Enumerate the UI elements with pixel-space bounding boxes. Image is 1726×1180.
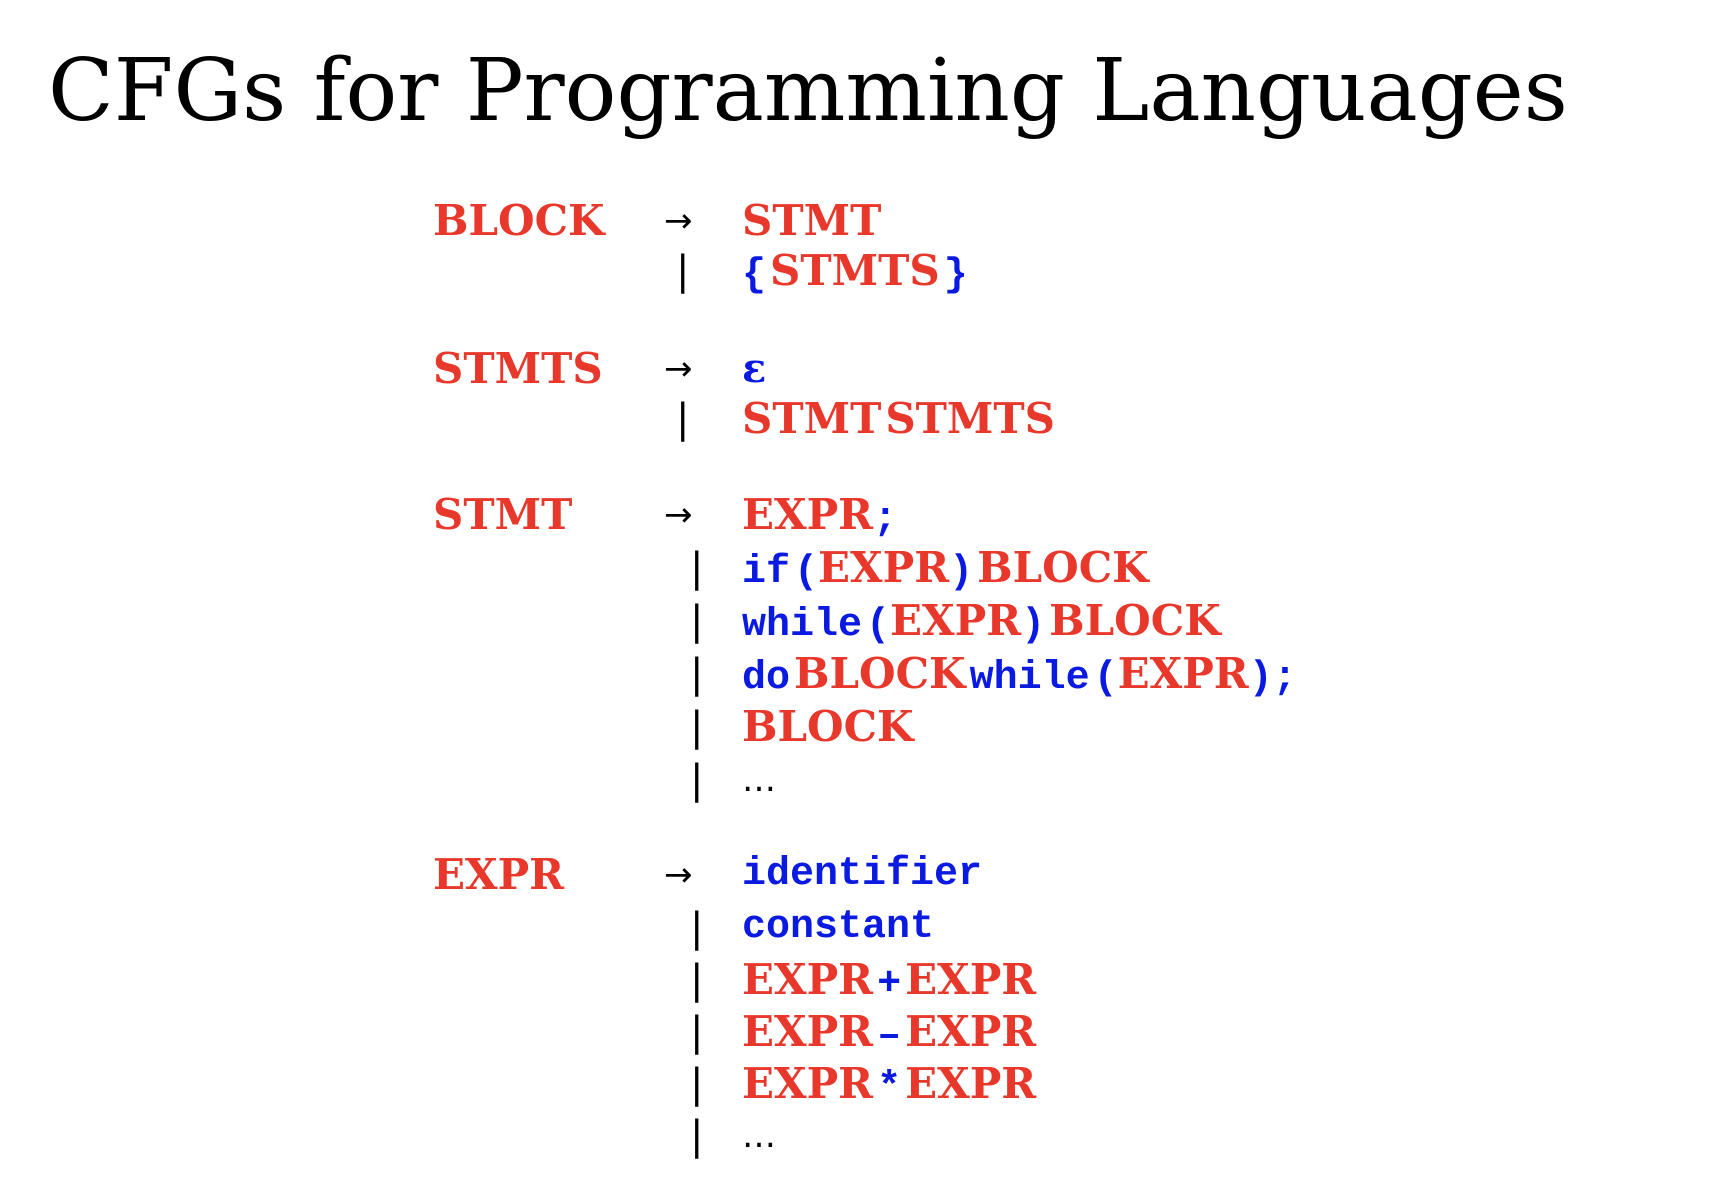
- epsilon-symbol: ε: [742, 345, 767, 392]
- rule-expr-alt-4: EXPR – EXPR: [742, 1007, 1036, 1067]
- rule-expr: EXPR → identifier: [0, 850, 1726, 900]
- rule-block: BLOCK → STMT: [0, 196, 1726, 246]
- nonterminal: EXPR: [905, 955, 1037, 1004]
- alternative-bar-icon: |: [690, 1113, 704, 1159]
- alternative-bar-icon: |: [690, 757, 704, 803]
- production-arrow-icon: →: [664, 855, 693, 895]
- rule-expr-alt-3: EXPR + EXPR: [742, 955, 1036, 1015]
- nonterminal: EXPR: [742, 490, 874, 539]
- alternative-bar-icon: |: [690, 704, 704, 750]
- terminal: +: [877, 962, 902, 1007]
- rule-stmt-alt-3: while (EXPR) BLOCK: [742, 596, 1221, 656]
- production-arrow-icon: →: [664, 201, 693, 241]
- terminal: ;: [1272, 656, 1297, 701]
- terminal: (: [866, 603, 891, 648]
- rule-block-alternative: | { STMTS }: [0, 246, 1726, 298]
- rule-stmt-alt-6: …: [742, 755, 776, 812]
- terminal: ): [949, 550, 974, 595]
- nonterminal: EXPR: [905, 1059, 1037, 1108]
- rule-expr-alt-5: EXPR * EXPR: [742, 1059, 1036, 1119]
- rule-block-alt-1: STMT: [742, 196, 881, 256]
- alternative-bar-icon: |: [690, 1061, 704, 1107]
- nonterminal: STMT: [742, 394, 882, 443]
- nonterminal: BLOCK: [977, 543, 1149, 592]
- nonterminal: EXPR: [905, 1007, 1037, 1056]
- nonterminal: STMT: [742, 196, 882, 245]
- rule-stmt-alternative: | while (EXPR) BLOCK: [0, 596, 1726, 648]
- nonterminal: BLOCK: [742, 702, 914, 751]
- nonterminal: EXPR: [818, 543, 950, 592]
- terminal: if: [742, 550, 791, 595]
- rule-stmt-alternative: | BLOCK: [0, 702, 1726, 752]
- rule-stmts: STMTS → ε: [0, 344, 1726, 394]
- production-arrow-icon: →: [664, 349, 693, 389]
- alternative-bar-icon: |: [690, 1009, 704, 1055]
- nonterminal: EXPR: [890, 596, 1022, 645]
- rule-expr-alt-6: …: [742, 1111, 776, 1168]
- rule-stmt-alt-2: if (EXPR) BLOCK: [742, 543, 1149, 603]
- nonterminal: EXPR: [1117, 649, 1249, 698]
- alternative-bar-icon: |: [676, 248, 690, 294]
- nonterminal: EXPR: [742, 1059, 874, 1108]
- terminal: –: [877, 1014, 902, 1059]
- rule-block-lhs: BLOCK: [433, 196, 605, 245]
- rule-stmt-alt-5: BLOCK: [742, 702, 914, 762]
- alternative-bar-icon: |: [690, 651, 704, 697]
- alternative-bar-icon: |: [676, 396, 690, 442]
- nonterminal: EXPR: [742, 1007, 874, 1056]
- rule-stmt-alt-1: EXPR;: [742, 490, 897, 550]
- alternative-bar-icon: |: [690, 545, 704, 591]
- terminal: *: [877, 1066, 902, 1111]
- rule-stmt-lhs: STMT: [433, 490, 573, 539]
- nonterminal: STMTS: [770, 246, 940, 295]
- rule-expr-alternative: | EXPR – EXPR: [0, 1007, 1726, 1059]
- alternative-bar-icon: |: [690, 957, 704, 1003]
- nonterminal: STMTS: [885, 394, 1056, 443]
- nonterminal: BLOCK: [1049, 596, 1221, 645]
- rule-stmt-alternative: | do BLOCK while (EXPR);: [0, 649, 1726, 701]
- rule-stmts-alternative: | STMT STMTS: [0, 394, 1726, 444]
- rule-expr-alt-2: constant: [742, 903, 934, 958]
- rule-stmts-alt-1: ε: [742, 344, 766, 403]
- alternative-bar-icon: |: [690, 905, 704, 951]
- terminal: {: [742, 253, 767, 298]
- rule-expr-lhs: EXPR: [433, 850, 565, 899]
- terminal: ): [1248, 656, 1273, 701]
- terminal: identifier: [742, 852, 983, 897]
- terminal: while: [969, 656, 1090, 701]
- terminal: (: [1093, 656, 1118, 701]
- rule-block-alt-2: { STMTS }: [742, 246, 968, 306]
- rule-expr-alternative: | EXPR + EXPR: [0, 955, 1726, 1007]
- rule-expr-alt-1: identifier: [742, 850, 982, 905]
- terminal: do: [742, 656, 791, 701]
- rule-stmts-alt-2: STMT STMTS: [742, 394, 1055, 454]
- nonterminal: BLOCK: [794, 649, 966, 698]
- ellipsis: …: [742, 760, 776, 800]
- alternative-bar-icon: |: [690, 598, 704, 644]
- terminal: while: [742, 603, 863, 648]
- rule-expr-alternative: | EXPR * EXPR: [0, 1059, 1726, 1111]
- rule-expr-alternative: | constant: [0, 903, 1726, 953]
- rule-stmt-alternative: | …: [0, 755, 1726, 805]
- rule-expr-alternative: | …: [0, 1111, 1726, 1161]
- terminal: constant: [742, 905, 935, 950]
- slide-title: CFGs for Programming Languages: [48, 41, 1568, 141]
- ellipsis: …: [742, 1116, 776, 1156]
- production-arrow-icon: →: [664, 495, 693, 535]
- rule-stmt-alt-4: do BLOCK while (EXPR);: [742, 649, 1297, 709]
- terminal: }: [943, 253, 968, 298]
- terminal: ;: [873, 497, 898, 542]
- nonterminal: EXPR: [742, 955, 874, 1004]
- terminal: (: [794, 550, 819, 595]
- terminal: ): [1021, 603, 1046, 648]
- rule-stmt-alternative: | if (EXPR) BLOCK: [0, 543, 1726, 595]
- rule-stmts-lhs: STMTS: [433, 344, 603, 393]
- rule-stmt: STMT → EXPR;: [0, 490, 1726, 542]
